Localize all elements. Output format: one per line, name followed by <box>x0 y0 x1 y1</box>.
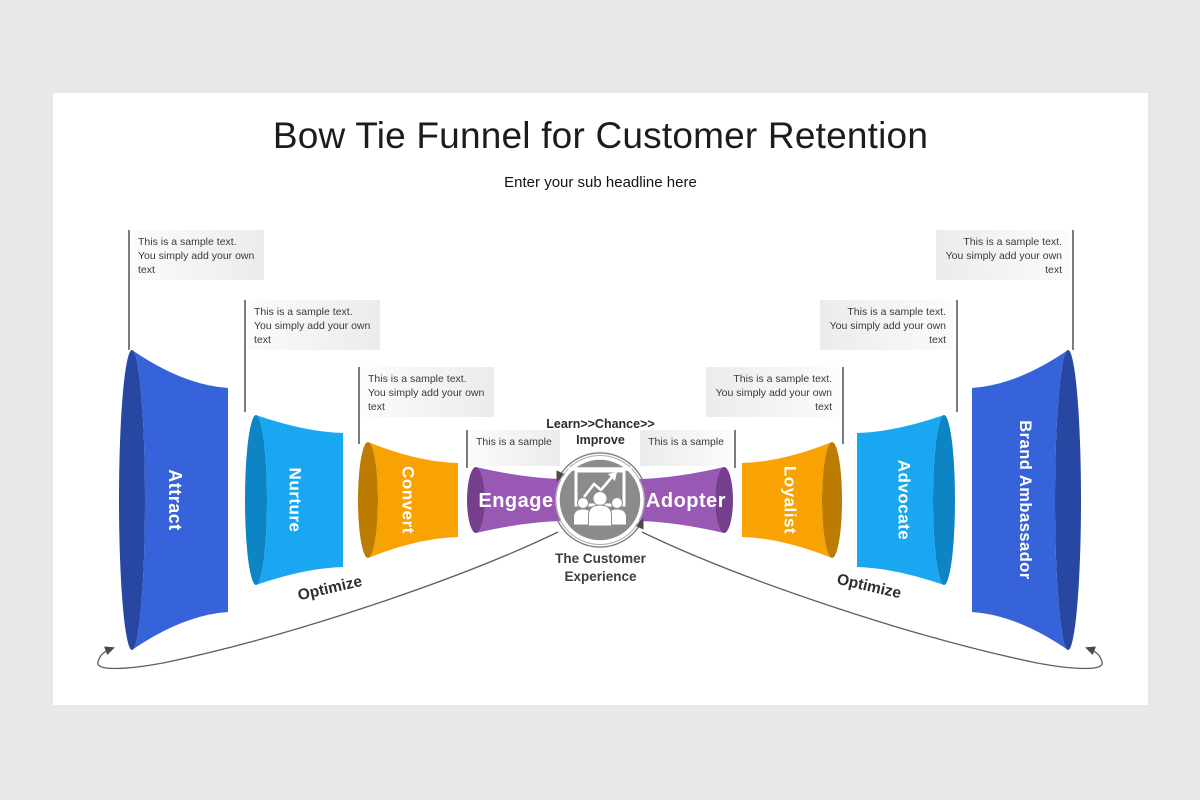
callout-engage: This is a sample <box>468 430 560 466</box>
callout-line-loyalist <box>842 367 844 444</box>
attract-rim <box>119 350 145 650</box>
optimize-loop-arrow-icon-right <box>641 531 1103 670</box>
loyalist-rim <box>822 442 842 558</box>
stage-label-convert: Convert <box>399 466 418 534</box>
optimize-loop-arrow-icon-left <box>97 531 559 670</box>
stage-label-brand-ambassador: Brand Ambassador <box>1016 420 1034 580</box>
callout-line-nurture <box>244 300 246 412</box>
engage-segment <box>476 467 561 533</box>
callout-line-convert <box>358 367 360 444</box>
bowtie-funnel-diagram: Optimize Optimize Attract Nurture Conver… <box>97 350 1103 670</box>
adopter-segment <box>639 467 724 533</box>
improve-line: Improve <box>576 432 625 447</box>
callout-convert: This is a sample text. You simply add yo… <box>360 367 494 417</box>
convert-rim <box>358 442 378 558</box>
nurture-segment <box>256 415 343 585</box>
stage-label-loyalist: Loyalist <box>781 466 800 534</box>
callout-loyalist: This is a sample text. You simply add yo… <box>706 367 840 417</box>
callout-line-engage <box>466 430 468 468</box>
page-title: Bow Tie Funnel for Customer Retention <box>272 115 929 156</box>
engage-rim <box>467 467 485 533</box>
callout-brand-ambassador: This is a sample text. You simply add yo… <box>936 230 1070 280</box>
stage-label-nurture: Nurture <box>286 468 305 533</box>
callout-adopter: This is a sample <box>640 430 732 466</box>
attract-segment <box>132 350 228 650</box>
advocate-rim <box>933 415 955 585</box>
stage-label-attract: Attract <box>165 469 185 531</box>
advocate-segment <box>857 415 944 585</box>
stage-label-adopter: Adopter <box>646 490 726 512</box>
brand-ambassador-rim <box>1055 350 1081 650</box>
callout-line-adopter <box>734 430 736 468</box>
callout-line-advocate <box>956 300 958 412</box>
stage-label-engage: Engage <box>478 490 553 512</box>
learn-chance-line: Learn>>Chance>> <box>546 417 655 431</box>
brand-ambassador-segment <box>972 350 1068 650</box>
callout-line-attract <box>128 230 130 350</box>
stage-label-advocate: Advocate <box>895 460 914 541</box>
nurture-rim <box>245 415 267 585</box>
callout-advocate: This is a sample text. You simply add yo… <box>820 300 954 350</box>
slide: Bow Tie Funnel for Customer Retention En… <box>53 93 1148 705</box>
circle-outer-ring <box>555 455 645 545</box>
callout-line-brand-ambassador <box>1072 230 1074 350</box>
callout-nurture: This is a sample text. You simply add yo… <box>246 300 380 350</box>
learn-chance-improve-label: Learn>>Chance>> Improve <box>53 417 1148 448</box>
customer-experience-line2: Experience <box>564 568 637 584</box>
cycle-arrows-icon <box>556 452 644 548</box>
adopter-rim <box>715 467 733 533</box>
loyalist-segment <box>742 442 832 558</box>
page-subtitle: Enter your sub headline here <box>504 174 697 191</box>
convert-segment <box>368 442 458 558</box>
customer-experience-line1: The Customer <box>555 551 646 566</box>
presentation-chart-audience-icon <box>568 467 632 527</box>
callout-attract: This is a sample text. You simply add yo… <box>130 230 264 280</box>
customer-experience-label: The Customer Experience <box>53 550 1148 585</box>
